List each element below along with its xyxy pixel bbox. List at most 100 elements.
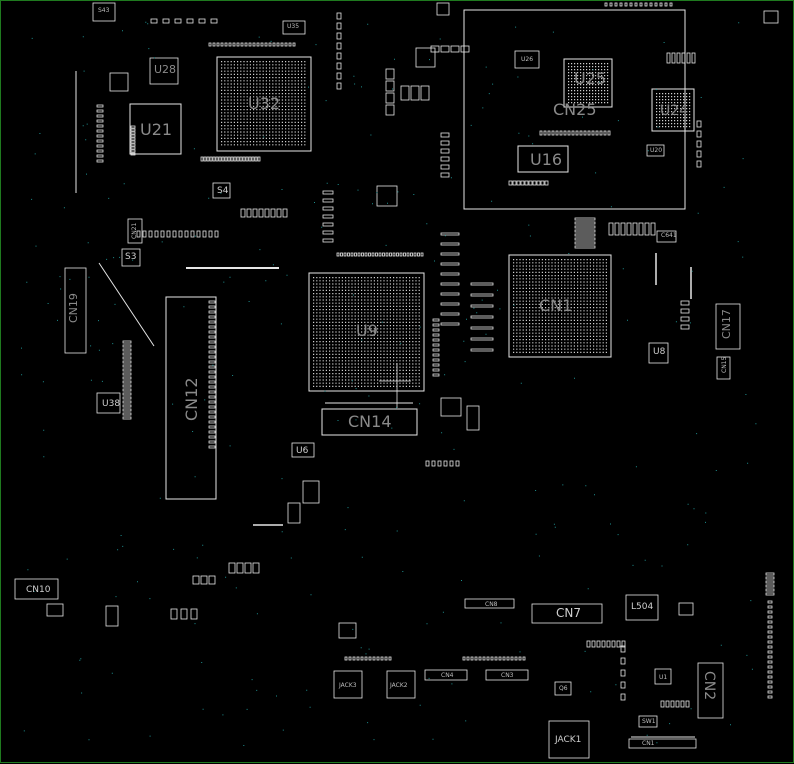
pad [130, 146, 136, 150]
pad [632, 222, 638, 236]
connector-label-cn7[interactable]: CN7 [556, 606, 581, 620]
bga-u25-ball-grid [568, 63, 609, 104]
chip-label-u35[interactable]: U35 [287, 23, 300, 30]
pad [665, 700, 670, 708]
connector-label-cn10[interactable]: CN10 [26, 585, 51, 595]
pad [685, 700, 690, 708]
pad [292, 42, 296, 47]
connector-label-cn12[interactable]: CN12 [182, 377, 201, 422]
pad [696, 130, 702, 138]
label-s43[interactable]: S43 [98, 7, 110, 14]
pad [122, 372, 132, 376]
pad [619, 2, 623, 7]
chip-label-u21[interactable]: U21 [140, 120, 173, 139]
pad [388, 656, 392, 661]
pad [440, 172, 450, 178]
pad [130, 143, 136, 147]
pad [767, 675, 773, 679]
connector-label-cn2[interactable]: CN2 [701, 671, 717, 701]
bga-u24-outline [651, 88, 695, 132]
chip-label-u16[interactable]: U16 [530, 150, 563, 169]
chip-label-u25[interactable]: U25 [574, 69, 607, 88]
chip-u35 [282, 20, 306, 35]
pad [276, 42, 280, 47]
connector-label-cn1[interactable]: CN1 [539, 296, 573, 315]
connector-label-cn25[interactable]: CN25 [553, 100, 597, 119]
pad [96, 129, 104, 133]
pad [470, 304, 494, 308]
connector-label-cn1-bottom[interactable]: CN1 [642, 740, 655, 747]
pad [142, 230, 147, 238]
pad [470, 293, 494, 297]
pad [336, 22, 342, 30]
switch-label-sw1[interactable]: SW1 [642, 718, 656, 725]
pad [256, 42, 260, 47]
pad [432, 338, 440, 342]
pad [192, 575, 200, 585]
jack-label-jack3[interactable]: JACK3 [339, 682, 357, 689]
chip-label-u26[interactable]: U26 [521, 56, 534, 63]
chip-label-u9[interactable]: U9 [356, 321, 378, 340]
pad [210, 18, 218, 24]
pad [765, 584, 775, 588]
pad [322, 214, 334, 219]
transistor-label-q6[interactable]: Q6 [559, 685, 568, 692]
pad [470, 315, 494, 319]
jack-label-jack1[interactable]: JACK1 [555, 735, 582, 745]
pad [208, 385, 216, 389]
connector-label-cn8[interactable]: CN8 [485, 601, 498, 608]
pad [574, 217, 596, 221]
chip-label-u8[interactable]: U8 [653, 347, 666, 357]
pad [208, 395, 216, 399]
chip-label-u38[interactable]: U38 [102, 399, 121, 409]
connector-label-cn21[interactable]: CN21 [131, 222, 138, 239]
jack-label-jack2[interactable]: JACK2 [390, 682, 408, 689]
pad [571, 130, 575, 136]
connector-label-cn19[interactable]: CN19 [67, 293, 80, 323]
switch-s4 [212, 182, 231, 199]
pad [208, 335, 216, 339]
pad [440, 282, 460, 286]
bga-u32-ball-grid [221, 61, 306, 146]
switch-s3 [121, 248, 141, 267]
chip-label-u20[interactable]: U20 [650, 147, 663, 154]
pad [614, 222, 620, 236]
pad [644, 2, 648, 7]
pad [767, 670, 773, 674]
pad [208, 365, 216, 369]
connector-cn8 [464, 598, 515, 609]
pad [224, 42, 228, 47]
connector-label-cn17[interactable]: CN17 [720, 309, 733, 339]
pad [620, 669, 626, 677]
pad [440, 262, 460, 266]
chip-label-u24[interactable]: U24 [660, 103, 689, 119]
inductor-label-l504[interactable]: L504 [631, 602, 654, 612]
pad [767, 695, 773, 699]
switch-label-s4[interactable]: S4 [217, 186, 229, 196]
chip-label-u32[interactable]: U32 [248, 94, 281, 113]
pad [432, 363, 440, 367]
pad [644, 222, 650, 236]
pad [276, 208, 282, 218]
connector-cn4 [424, 669, 468, 681]
connector-label-cn4[interactable]: CN4 [441, 672, 454, 679]
pad [591, 640, 596, 648]
chip-label-u28[interactable]: U28 [154, 63, 177, 76]
capacitor-label-c641[interactable]: C641 [661, 232, 677, 239]
pad [620, 222, 626, 236]
pad [396, 252, 399, 257]
chip-label-u6[interactable]: U6 [296, 446, 309, 456]
chip-label-u1[interactable]: U1 [659, 674, 668, 681]
pad [336, 62, 342, 70]
connector-label-cn15[interactable]: CN15 [721, 356, 728, 373]
switch-label-s3[interactable]: S3 [125, 252, 137, 262]
pad [196, 230, 201, 238]
pad [242, 156, 246, 162]
connector-label-cn3[interactable]: CN3 [501, 672, 514, 679]
pad [601, 640, 606, 648]
connector-label-cn14[interactable]: CN14 [348, 412, 392, 431]
pad [208, 420, 216, 424]
connector-cn1-bottom [628, 738, 697, 749]
